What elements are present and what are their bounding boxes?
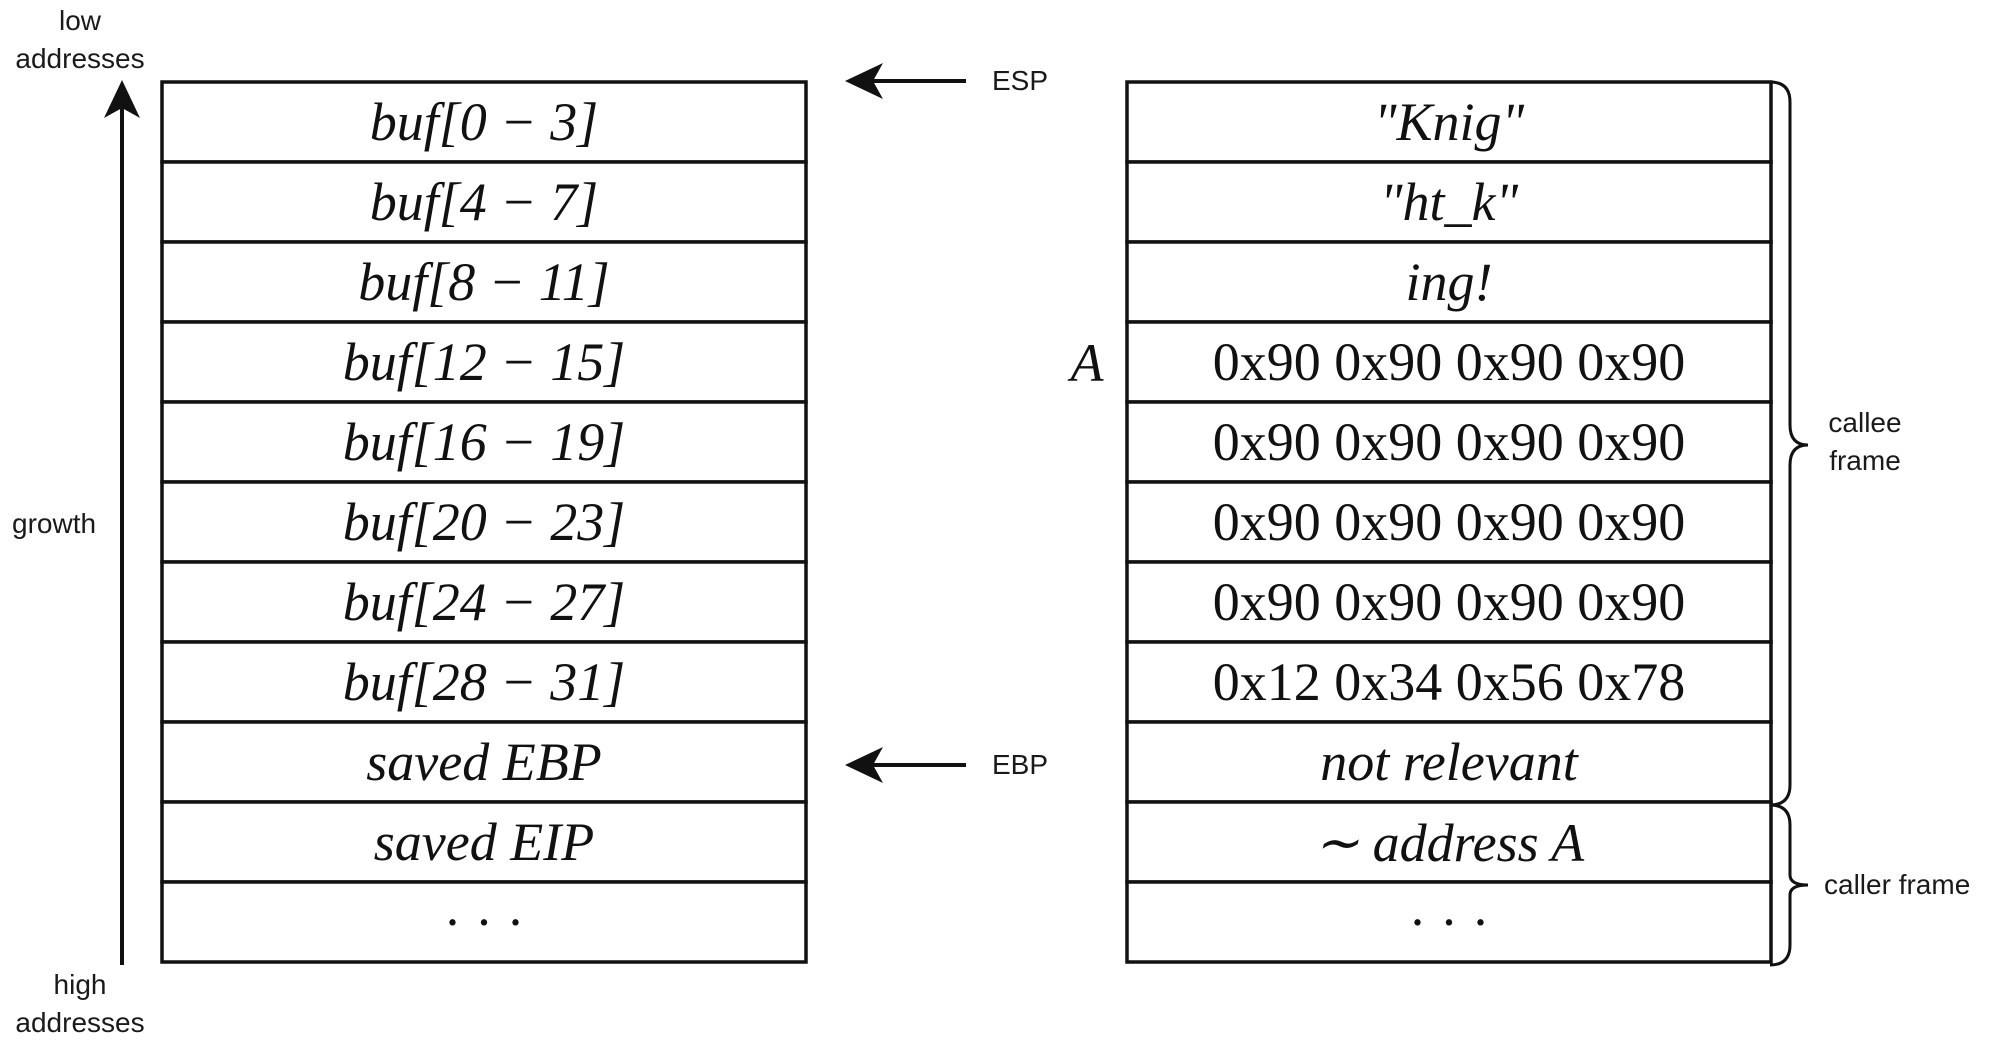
right-stack-cell: not relevant	[1320, 732, 1578, 792]
right-stack-cell-box	[1125, 480, 1773, 564]
high-label-line2: addresses	[15, 1007, 145, 1038]
stack-layout-table	[160, 80, 808, 964]
right-stack-cell: 0x12 0x34 0x56 0x78	[1212, 652, 1686, 712]
high-label-line1: high	[53, 969, 107, 1000]
esp-arrowhead	[845, 63, 883, 99]
right-stack-cell-box	[1125, 160, 1773, 244]
left-stack-cell-box	[160, 320, 808, 404]
low-label-line1: low	[58, 5, 101, 36]
right-stack-cell-box	[1125, 720, 1773, 804]
left-stack-cell: buf[4 − 7]	[369, 172, 599, 232]
ebp-arrowhead	[845, 747, 883, 783]
address-a-marker: A	[1070, 333, 1104, 393]
low-label-line2: addresses	[15, 43, 145, 74]
left-stack-cell: buf[12 − 15]	[342, 332, 626, 392]
ebp-label: EBP	[992, 749, 1049, 780]
left-stack-cell-box	[160, 240, 808, 324]
right-stack-cell: ing!	[1405, 252, 1493, 312]
left-stack-cell-box	[160, 160, 808, 244]
left-stack-cell: buf[24 − 27]	[342, 572, 626, 632]
callee-label-line1: callee	[1828, 407, 1902, 438]
right-stack-cell: 0x90 0x90 0x90 0x90	[1212, 412, 1686, 472]
right-stack-cell-box	[1125, 800, 1773, 884]
left-stack-cell-box	[160, 80, 808, 164]
left-stack-cell: buf[0 − 3]	[369, 92, 599, 152]
right-stack-cell: ∼ address A	[1313, 812, 1585, 873]
left-stack-cell: buf[8 − 11]	[358, 252, 610, 312]
right-stack-cell-box	[1125, 320, 1773, 404]
stack-contents-table	[1125, 80, 1773, 964]
right-stack-cell-box	[1125, 560, 1773, 644]
left-stack-cell: buf[16 − 19]	[342, 412, 626, 472]
high-addresses-label: high addresses	[2, 966, 158, 1042]
right-stack-cell: · · ·	[1408, 892, 1490, 952]
callee-label-line2: frame	[1829, 445, 1901, 476]
right-stack-cell: "Knig"	[1373, 92, 1525, 152]
right-stack-cell: "ht_k"	[1379, 172, 1519, 232]
caller-frame-label: caller frame	[1824, 869, 1971, 900]
growth-axis-arrowhead	[104, 80, 140, 118]
left-stack-cell-box	[160, 400, 808, 484]
low-addresses-label: low addresses	[2, 2, 158, 78]
growth-label: growth	[12, 508, 97, 539]
right-stack-cell: 0x90 0x90 0x90 0x90	[1212, 332, 1686, 392]
callee-frame-label: callee frame	[1810, 404, 1920, 480]
callee-frame-brace	[1769, 80, 1809, 807]
right-stack-cell-box	[1125, 80, 1773, 164]
left-stack-cell-box	[160, 880, 808, 964]
left-stack-cell-box	[160, 480, 808, 564]
left-stack-cell: · · ·	[443, 892, 525, 952]
caller-frame-brace	[1769, 803, 1809, 967]
right-stack-cell-box	[1125, 880, 1773, 964]
right-stack-cell-box	[1125, 240, 1773, 324]
left-stack-cell: saved EBP	[366, 732, 602, 792]
left-stack-cell-box	[160, 560, 808, 644]
esp-label: ESP	[992, 65, 1049, 96]
left-stack-cell: saved EIP	[373, 812, 595, 872]
right-stack-cell: 0x90 0x90 0x90 0x90	[1212, 492, 1686, 552]
left-stack-cell: buf[20 − 23]	[342, 492, 626, 552]
right-stack-cell: 0x90 0x90 0x90 0x90	[1212, 572, 1686, 632]
left-stack-cell: buf[28 − 31]	[342, 652, 626, 712]
